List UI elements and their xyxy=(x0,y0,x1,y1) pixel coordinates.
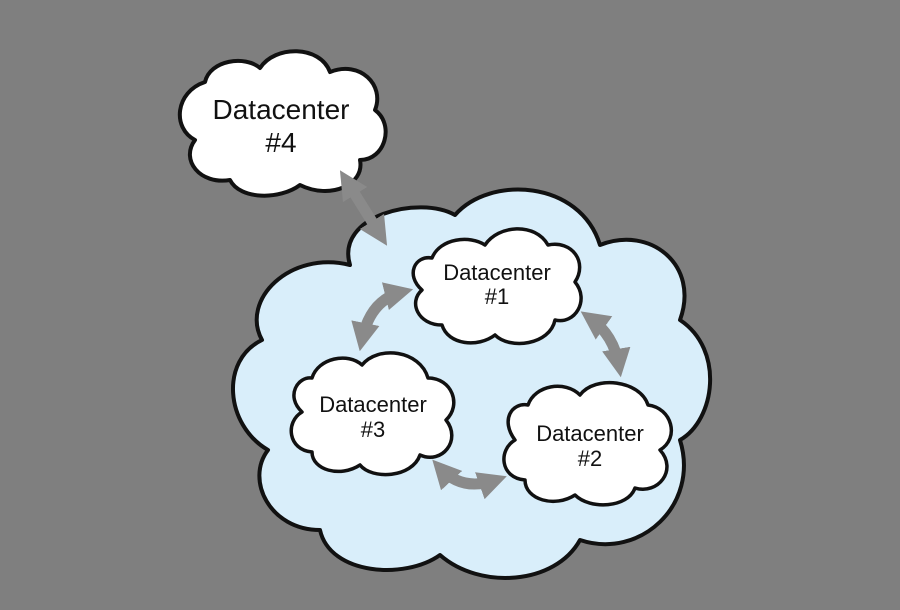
cloud-datacenter-4 xyxy=(177,49,388,198)
dc4-name: Datacenter xyxy=(213,94,350,125)
cloud-datacenter-3 xyxy=(289,351,456,477)
dc1-number: #1 xyxy=(485,284,509,309)
dc2-number: #2 xyxy=(578,446,602,471)
label-datacenter-4: Datacenter #4 xyxy=(213,94,350,158)
dc3-name: Datacenter xyxy=(319,392,427,417)
dc3-number: #3 xyxy=(361,417,385,442)
label-datacenter-2: Datacenter #2 xyxy=(536,421,644,471)
label-datacenter-1: Datacenter #1 xyxy=(443,260,551,309)
dc4-number: #4 xyxy=(265,127,296,158)
label-datacenter-3: Datacenter #3 xyxy=(319,392,427,442)
arrow-dc1-dc2 xyxy=(580,311,631,378)
dc2-name: Datacenter xyxy=(536,421,644,446)
cloud-datacenter-2 xyxy=(502,380,673,507)
arrow-dc3-dc2 xyxy=(432,459,507,500)
cloud-datacenter-1 xyxy=(411,227,583,346)
dc1-name: Datacenter xyxy=(443,260,551,285)
arrow-dc3-dc1 xyxy=(351,282,414,352)
arrow-dc4-dc1 xyxy=(339,170,388,246)
